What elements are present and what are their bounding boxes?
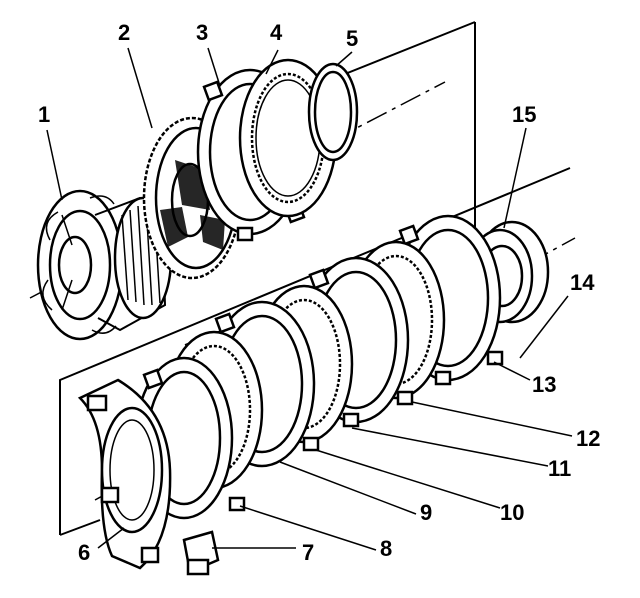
callout-11: 11 [548,456,571,481]
callout-5: 5 [346,26,358,51]
callout-13: 13 [532,372,556,397]
callout-4: 4 [270,20,283,45]
callout-10: 10 [500,500,524,525]
leader-lines [46,47,573,551]
part-5-snap-ring [307,62,359,162]
part-6-backing-plate [77,378,172,570]
callout-2: 2 [118,20,130,45]
callout-6: 6 [78,540,90,565]
callout-1: 1 [38,102,50,127]
callout-7: 7 [302,540,314,565]
callout-9: 9 [420,500,432,525]
callout-15: 15 [512,102,536,127]
callout-14: 14 [570,270,595,295]
callout-3: 3 [196,20,208,45]
callout-12: 12 [576,426,600,451]
lower-panel-outline [59,167,571,536]
callout-8: 8 [380,536,392,561]
part-7-tab [182,530,220,576]
